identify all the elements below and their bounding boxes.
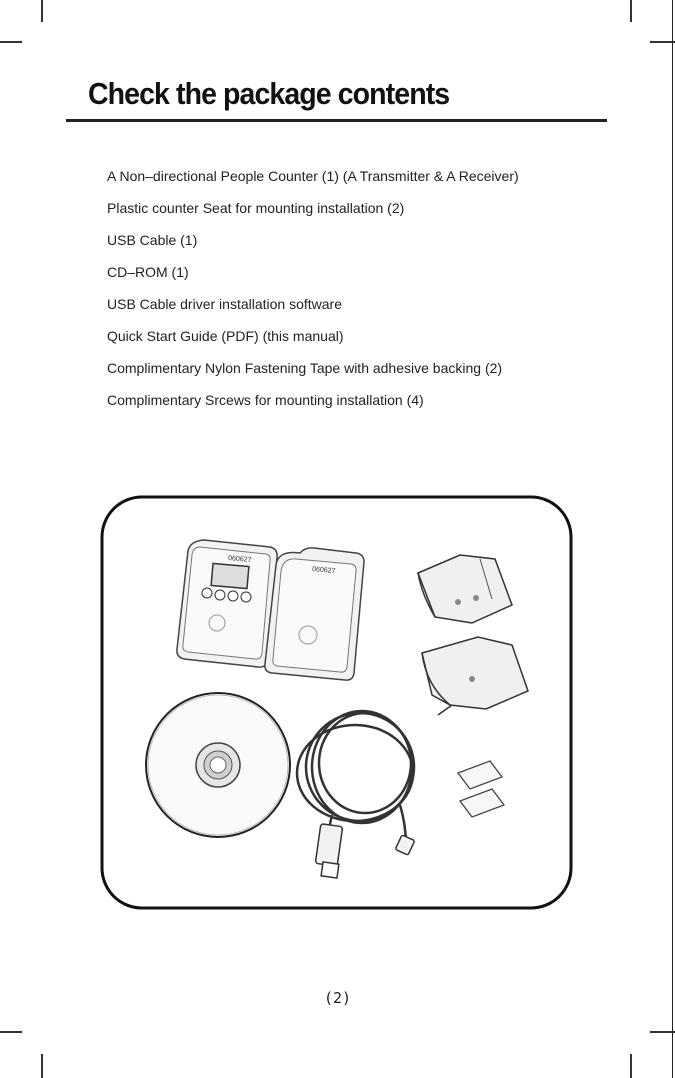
mounting-seat-icon	[417, 554, 513, 624]
page-title: Check the package contents	[88, 76, 450, 111]
list-item: Complimentary Nylon Fastening Tape with …	[107, 360, 503, 376]
usb-plug-icon	[314, 823, 415, 879]
package-contents-list: A Non–directional People Counter (1) (A …	[107, 166, 519, 422]
list-item: A Non–directional People Counter (1) (A …	[107, 168, 519, 184]
receiver-device-icon: 060627	[264, 547, 365, 681]
page-edge	[672, 0, 673, 1078]
cd-rom-icon	[145, 692, 291, 838]
transmitter-device-icon: 060627	[176, 539, 278, 668]
device-label: 060627	[312, 566, 336, 575]
crop-mark	[0, 1031, 22, 1033]
list-item: CD–ROM (1)	[107, 264, 189, 280]
list-item: Quick Start Guide (PDF) (this manual)	[107, 328, 344, 344]
list-item: USB Cable driver installation software	[107, 296, 342, 312]
crop-mark	[41, 1054, 43, 1078]
crop-mark	[630, 0, 632, 22]
mounting-seat-icon	[421, 636, 529, 716]
list-item: Plastic counter Seat for mounting instal…	[107, 200, 405, 216]
crop-mark	[41, 0, 43, 22]
list-item: USB Cable (1)	[107, 232, 198, 248]
page-number: (2)	[323, 989, 352, 1007]
list-item: Complimentary Srcews for mounting instal…	[107, 392, 424, 408]
crop-mark	[0, 41, 22, 43]
device-label: 060627	[228, 555, 252, 564]
crop-mark	[650, 41, 675, 43]
package-contents-illustration: 060627 060627	[100, 495, 573, 910]
fastening-tape-icon	[456, 760, 506, 818]
crop-mark	[630, 1054, 632, 1078]
title-underline	[66, 119, 607, 122]
crop-mark	[650, 1031, 675, 1033]
